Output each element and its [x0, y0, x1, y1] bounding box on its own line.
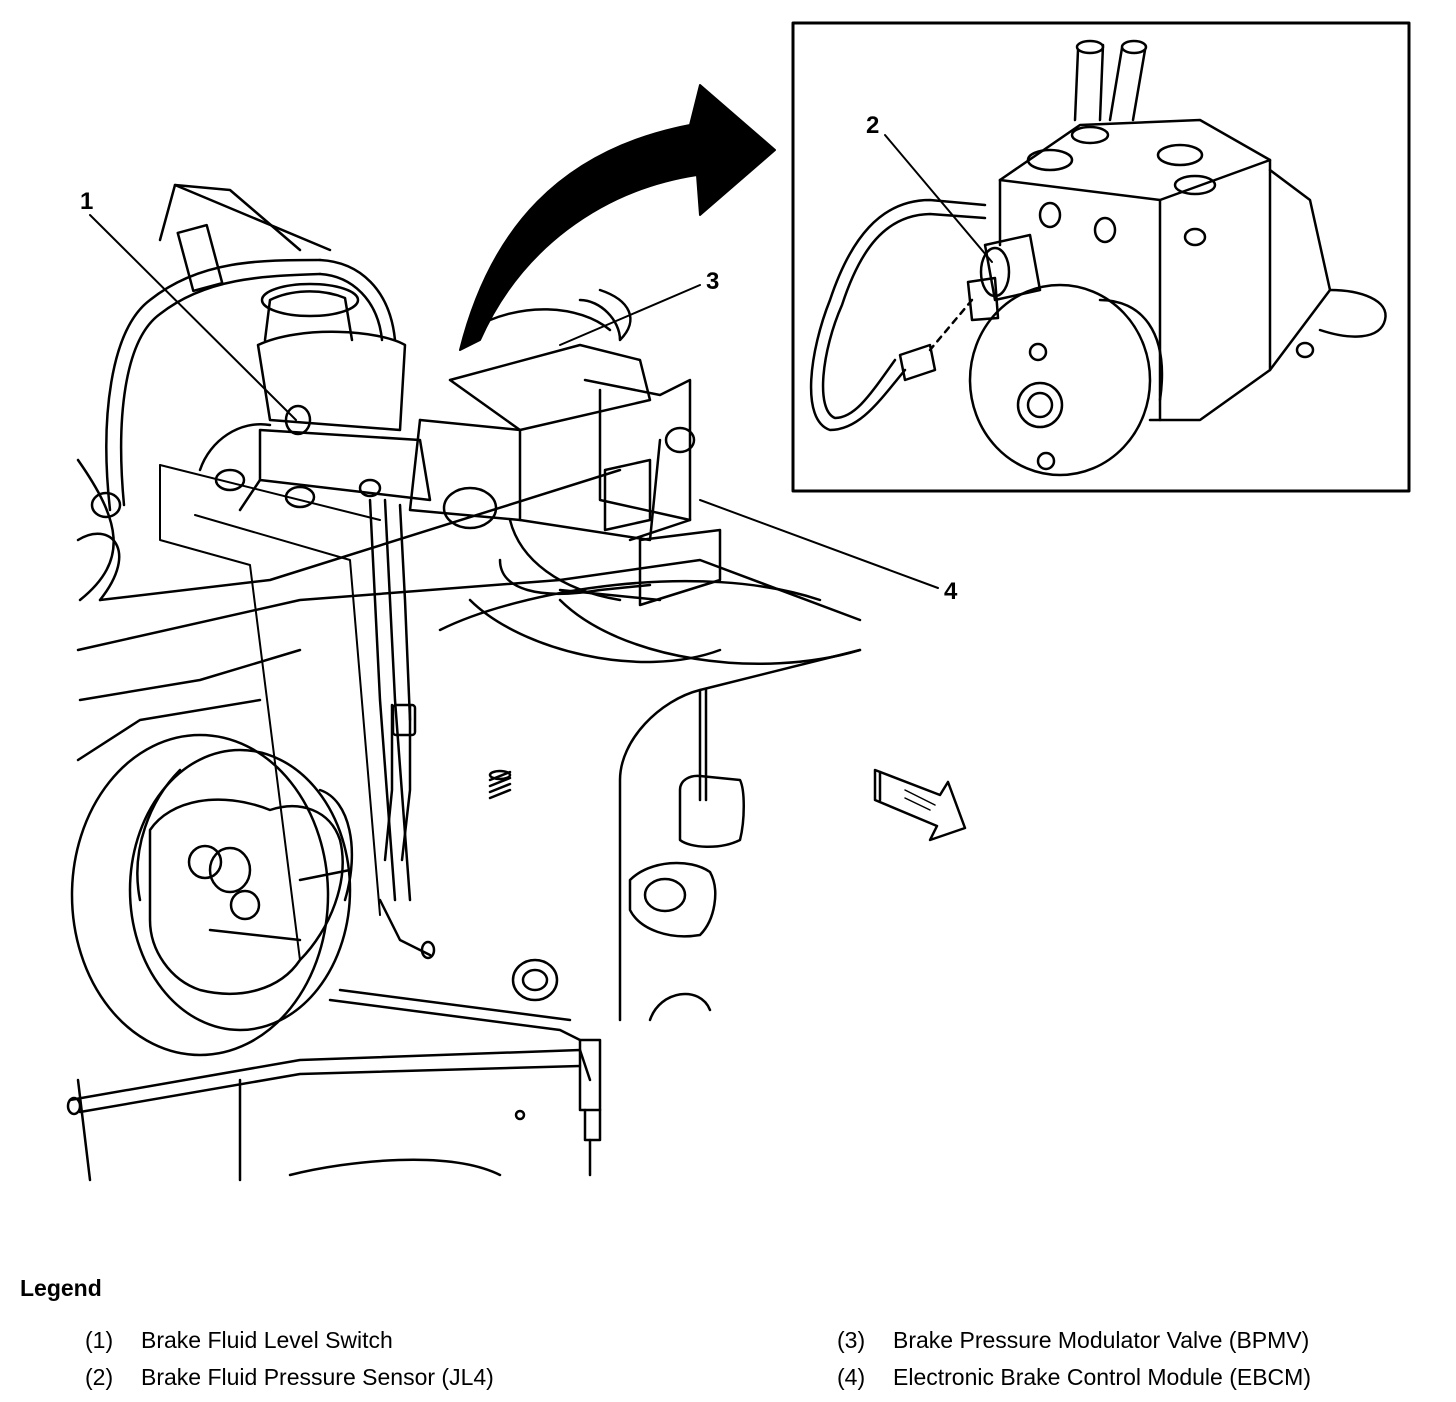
- callout-2: 2: [866, 112, 880, 139]
- callout-4: 4: [944, 578, 958, 605]
- legend-item-number: (3): [837, 1327, 866, 1353]
- legend-item-label: Electronic Brake Control Module (EBCM): [893, 1364, 1311, 1390]
- legend-item-number: (2): [85, 1364, 114, 1390]
- leader-lines: [89, 134, 993, 961]
- legend-item-2: (2) Brake Fluid Pressure Sensor (JL4): [85, 1364, 494, 1391]
- callout-1: 1: [80, 188, 94, 215]
- legend-item-label: Brake Fluid Level Switch: [141, 1327, 393, 1353]
- curved-arrow-icon: [459, 84, 776, 351]
- callout-3: 3: [706, 268, 720, 295]
- legend-item-label: Brake Pressure Modulator Valve (BPMV): [893, 1327, 1310, 1353]
- legend-item-3: (3) Brake Pressure Modulator Valve (BPMV): [837, 1327, 1309, 1354]
- engine-compartment-illustration: [66, 21, 1411, 1182]
- legend-item-1: (1) Brake Fluid Level Switch: [85, 1327, 393, 1354]
- legend-item-label: Brake Fluid Pressure Sensor (JL4): [141, 1364, 494, 1390]
- inset-detail: [791, 21, 1411, 493]
- legend-item-number: (4): [837, 1364, 866, 1390]
- legend-item-number: (1): [85, 1327, 114, 1353]
- forward-direction-arrow-icon: [873, 768, 967, 842]
- legend-item-4: (4) Electronic Brake Control Module (EBCM…: [837, 1364, 1311, 1391]
- legend-title: Legend: [20, 1275, 102, 1301]
- engine-bay-drawing: [66, 183, 862, 1182]
